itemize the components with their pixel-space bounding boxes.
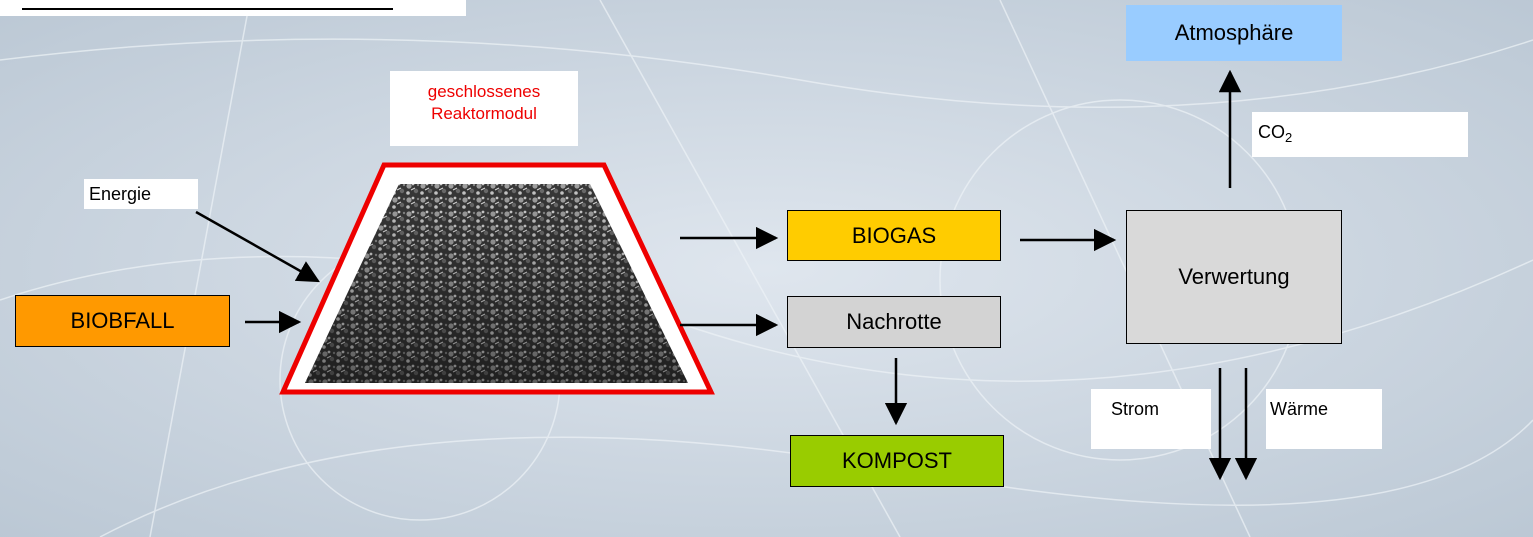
co2-subscript: 2	[1285, 130, 1293, 145]
reactor-label-line2: Reaktormodul	[431, 104, 537, 123]
verwertung-label: Verwertung	[1178, 264, 1290, 289]
strom-text: Strom	[1111, 399, 1160, 419]
nachrotte-label: Nachrotte	[846, 309, 942, 334]
energie-label: Energie	[84, 179, 198, 209]
kompost-box: KOMPOST	[790, 435, 1004, 487]
waerme-label: Wärme	[1266, 389, 1382, 449]
strom-label: Strom	[1091, 389, 1211, 449]
co2-label: CO2	[1252, 112, 1468, 157]
reactor-label-line1: geschlossenes	[427, 82, 541, 101]
atmosphaere-box: Atmosphäre	[1126, 5, 1342, 61]
energie-text: Energie	[89, 184, 152, 204]
biobfall-box: BIOBFALL	[15, 295, 230, 347]
waerme-text: Wärme	[1270, 399, 1328, 419]
reactor-label: geschlossenes Reaktormodul	[390, 71, 578, 146]
verwertung-box: Verwertung	[1126, 210, 1342, 344]
biogas-box: BIOGAS	[787, 210, 1001, 261]
biogas-label: BIOGAS	[851, 222, 937, 248]
atmosphaere-label: Atmosphäre	[1174, 20, 1294, 45]
nachrotte-box: Nachrotte	[787, 296, 1001, 348]
co2-text: CO	[1258, 122, 1285, 142]
biobfall-label: BIOBFALL	[70, 308, 175, 333]
kompost-label: KOMPOST	[841, 448, 952, 473]
